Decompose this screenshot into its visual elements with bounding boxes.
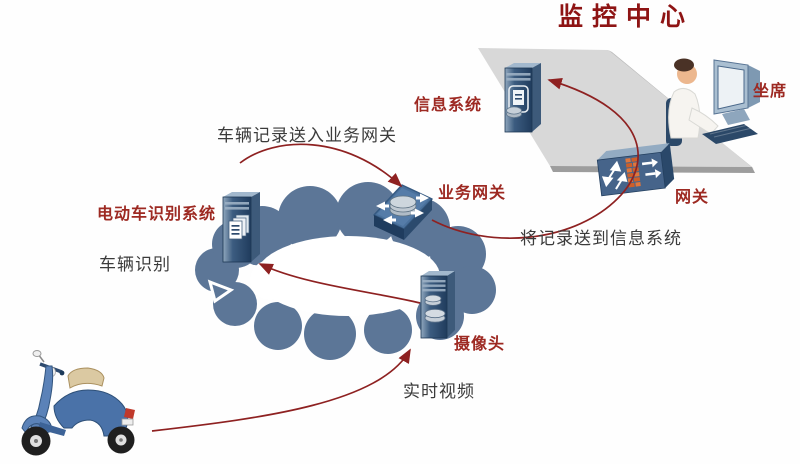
- arrow-record-to-business-gateway: [239, 143, 403, 188]
- diagonal-arrows-icon: [601, 160, 628, 190]
- gateway-device: [596, 143, 675, 197]
- ebike-recognition-device: [222, 192, 260, 263]
- label-camera: 摄像头: [454, 336, 506, 353]
- right-arrows-icon: [641, 158, 662, 179]
- page-title: 监控中心: [558, 3, 695, 31]
- label-ebike-recognition: 电动车识别系统: [97, 206, 217, 223]
- label-seat: 坐席: [753, 83, 788, 100]
- disk-stack-icon: [389, 195, 417, 217]
- arrow-realtime-video: [151, 348, 411, 432]
- document-icon: [513, 90, 524, 105]
- monitor-icon: [713, 59, 760, 125]
- label-vehicle-recognition: 车辆识别: [99, 255, 171, 274]
- arrow-vehicle-recognition: [258, 263, 421, 304]
- person-hair: [674, 58, 694, 72]
- disk-icon: [506, 106, 522, 119]
- cloud-pointer-icon: [207, 279, 235, 304]
- arrow-record-to-info-system: [431, 77, 639, 239]
- keyboard-icon: [702, 124, 758, 144]
- seat: [67, 367, 105, 389]
- disk-stacks-icon: [424, 294, 446, 323]
- label-info-system: 信息系统: [414, 97, 483, 114]
- label-record-to-business-gateway: 车辆记录送入业务网关: [217, 126, 397, 145]
- label-realtime-video: 实时视频: [403, 382, 475, 401]
- label-record-to-info-system: 将记录送到信息系统: [520, 229, 682, 248]
- label-gateway: 网关: [675, 189, 710, 206]
- documents-icon: [228, 214, 250, 240]
- info-system-device: [504, 63, 541, 133]
- port-arrows-icon: [376, 193, 429, 225]
- camera-device: [420, 271, 455, 339]
- label-business-gateway: 业务网关: [438, 185, 507, 202]
- business-gateway-device: [373, 184, 433, 240]
- tail-light-icon: [124, 408, 135, 419]
- operator-workstation-icon: [666, 58, 760, 146]
- mirror-icon: [32, 350, 42, 357]
- flow-arrows: [151, 77, 639, 432]
- license-plate: [121, 418, 134, 426]
- scooter-icon: [21, 350, 135, 456]
